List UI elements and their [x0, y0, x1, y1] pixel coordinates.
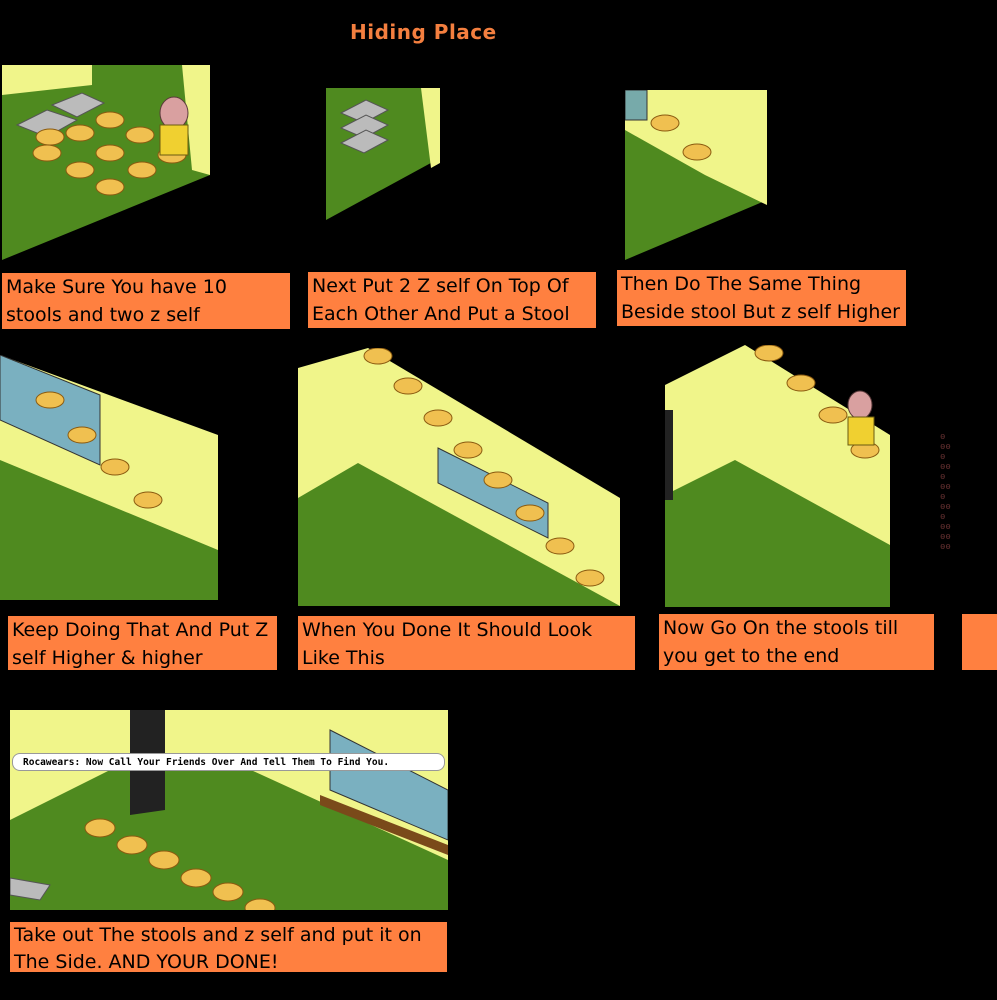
scene-panel-2 [326, 88, 440, 220]
caption-step-7: Take out The stools and z self and put i… [10, 922, 447, 972]
caption-step-4: Keep Doing That And Put Z self Higher & … [8, 616, 277, 670]
chat-bubble: Rocawears: Now Call Your Friends Over An… [12, 753, 445, 771]
scene-panel-7 [10, 710, 448, 910]
page-title: Hiding Place [350, 20, 497, 44]
caption-step-3: Then Do The Same Thing Beside stool But … [617, 270, 906, 326]
caption-step-6: Now Go On the stools till you get to the… [659, 614, 934, 670]
scene-panel-3 [625, 90, 767, 260]
scene-panel-1 [2, 65, 210, 260]
scene-panel-5 [298, 348, 620, 606]
scene-panel-4 [0, 355, 218, 600]
caption-step-2: Next Put 2 Z self On Top Of Each Other A… [308, 272, 596, 328]
caption-fragment [962, 614, 997, 670]
caption-step-1: Make Sure You have 10 stools and two z s… [2, 273, 290, 329]
caption-step-5: When You Done It Should Look Like This [298, 616, 635, 670]
scene-panel-6 [665, 345, 890, 607]
